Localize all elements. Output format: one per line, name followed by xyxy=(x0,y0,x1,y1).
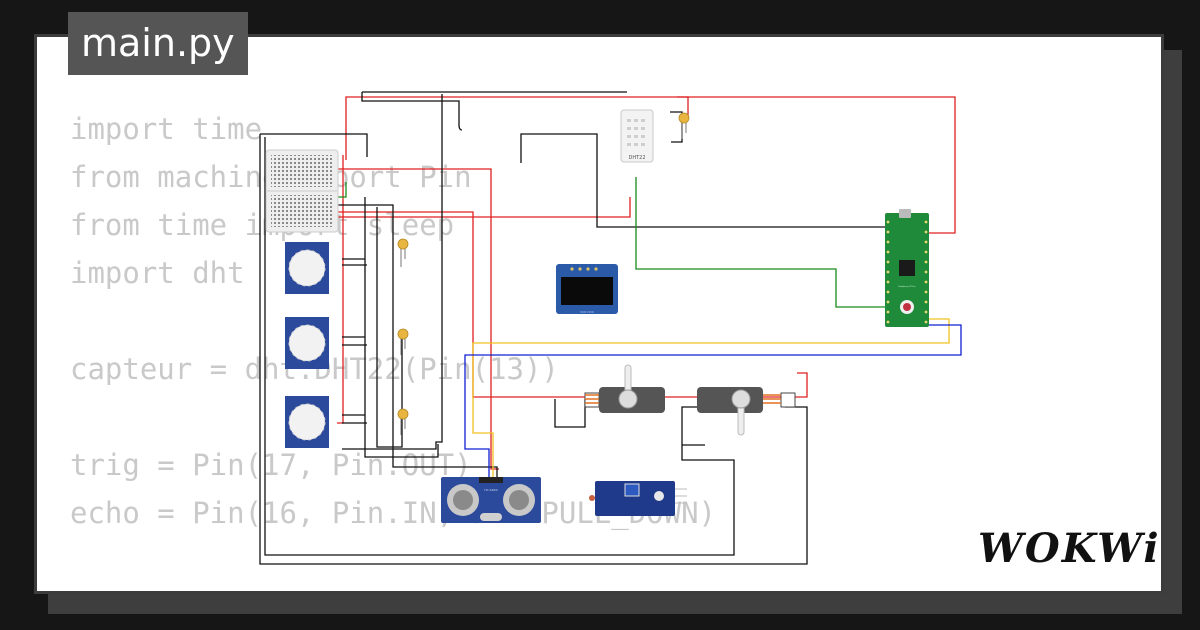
wire-black xyxy=(364,197,439,458)
ldr-module xyxy=(589,481,687,516)
file-name-tab[interactable]: main.py xyxy=(68,12,248,75)
wire-red xyxy=(677,96,689,117)
servo-motor xyxy=(584,364,665,413)
wire-black xyxy=(520,133,885,228)
pir-sensor xyxy=(285,317,329,369)
breadboard xyxy=(265,149,339,233)
wire-yellow xyxy=(472,318,950,477)
code-line: import time xyxy=(70,112,263,146)
pir-sensor xyxy=(285,396,329,448)
wire-black xyxy=(264,137,743,556)
pico-label: Raspberry Pi Pico xyxy=(898,285,916,288)
wire-black xyxy=(342,94,443,450)
wire-blue xyxy=(464,324,962,477)
servo-motor xyxy=(697,387,796,436)
dht22-label: DHT22 xyxy=(628,155,645,161)
wire-black xyxy=(259,134,808,565)
wire-green xyxy=(337,182,347,198)
code-line: from machine import Pin xyxy=(70,160,472,194)
wire-black xyxy=(342,264,367,424)
wire-green xyxy=(635,177,885,308)
ultrasonic-label: HC-SR04 xyxy=(484,488,497,492)
wire-red xyxy=(345,96,956,234)
wire-black xyxy=(260,133,368,157)
raspberry-pi-pico: Raspberry Pi Pico xyxy=(885,209,929,327)
code-line: trig = Pin(17, Pin.OUT) xyxy=(70,448,472,482)
pir-sensor xyxy=(285,242,329,294)
oled-display: SSD1306 xyxy=(556,264,618,314)
ultrasonic-sensor: HC-SR04 xyxy=(441,477,541,523)
wire-black xyxy=(342,258,365,416)
oled-label: SSD1306 xyxy=(580,310,594,314)
wire-black xyxy=(554,399,586,428)
code-line: import dht xyxy=(70,256,245,290)
wire-black xyxy=(361,92,463,131)
circuit-diagram: DHT22 SSD1306 Ra xyxy=(259,91,962,565)
wire-red xyxy=(337,197,631,218)
wokwi-logo[interactable]: WOKWi xyxy=(978,525,1161,572)
wire-red xyxy=(337,168,499,470)
led xyxy=(678,112,690,124)
wire-black xyxy=(337,204,498,477)
dht22-sensor: DHT22 xyxy=(620,109,654,163)
led xyxy=(397,408,409,420)
led xyxy=(397,328,409,340)
led xyxy=(397,238,409,250)
project-card[interactable]: import time from machine import Pin from… xyxy=(34,34,1164,594)
wire-black xyxy=(376,207,403,448)
